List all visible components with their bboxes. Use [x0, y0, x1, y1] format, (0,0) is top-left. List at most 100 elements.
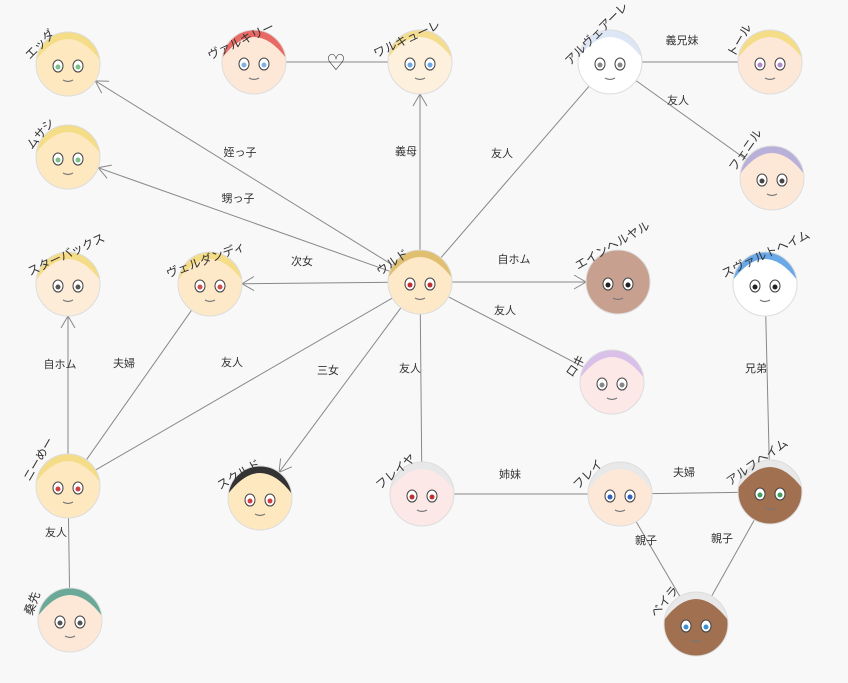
- pupil-right: [217, 284, 223, 290]
- node-etta[interactable]: エッダ: [22, 26, 101, 97]
- node-verdandi[interactable]: ヴェルダンディ: [164, 238, 247, 317]
- pupil-right: [75, 157, 81, 163]
- edge-niime-starbucks: 自ホム: [44, 315, 77, 454]
- pupil-left: [197, 284, 203, 290]
- mouth: [62, 299, 74, 303]
- mouth: [612, 297, 624, 301]
- edge-svartalfheim-alfheim: 兄弟: [745, 315, 770, 461]
- edge-urd-einherjar: 自ホム: [452, 253, 587, 290]
- heart-icon: ♡: [326, 51, 346, 76]
- pupil-right: [427, 62, 433, 68]
- avatar-ring: [387, 29, 453, 95]
- edge-line: [419, 313, 423, 463]
- node-alvearle[interactable]: アルヴェアーレ: [562, 0, 643, 95]
- avatar-hair: [388, 250, 452, 278]
- avatar: [738, 30, 802, 94]
- mouth: [64, 635, 76, 639]
- pupil-left: [57, 620, 63, 626]
- node-torr[interactable]: トール: [724, 21, 803, 95]
- edge-label: 友人: [221, 355, 243, 369]
- edge-frey-beira: 親子: [635, 521, 681, 597]
- avatar: [733, 252, 797, 316]
- avatar: [388, 250, 452, 314]
- edge-urd-etta: 姪っ子: [94, 80, 394, 266]
- node-skuld[interactable]: スクルド: [215, 457, 293, 531]
- avatar-hair: [588, 462, 652, 490]
- mouth: [254, 513, 266, 517]
- avatar-face: [586, 250, 650, 314]
- pupil-right: [617, 62, 623, 68]
- mouth: [204, 299, 216, 303]
- edge-niime-kesshin: 友人: [45, 517, 71, 589]
- avatar-hair: [580, 350, 644, 378]
- edge-label: 姪っ子: [224, 145, 257, 159]
- pupil-right: [427, 282, 433, 288]
- mouth: [62, 501, 74, 505]
- avatar-face: [178, 252, 242, 316]
- node-kesshin[interactable]: 桑先: [22, 587, 103, 653]
- node-alfheim[interactable]: アルフヘイム: [724, 436, 803, 525]
- avatar-ring: [35, 453, 101, 519]
- avatar-face: [222, 30, 286, 94]
- avatar-ring: [587, 461, 653, 527]
- pupil-right: [75, 284, 81, 290]
- avatar-ring: [221, 29, 287, 95]
- edge-label: 自ホム: [498, 253, 531, 266]
- avatar-face: [388, 30, 452, 94]
- node-masashi[interactable]: ムサシ: [24, 115, 101, 190]
- edge-label: 夫婦: [113, 356, 135, 370]
- avatar: [664, 592, 728, 656]
- pupil-left: [407, 62, 413, 68]
- avatar-hair: [586, 250, 650, 278]
- avatar-hair: [178, 252, 242, 280]
- nodes-layer: エッダ ヴァルキリー ワルキューレ アルヴェアーレ トールムサシ フェニルスターバックスヴ…: [20, 0, 812, 657]
- node-starbucks[interactable]: スターバックス: [25, 231, 107, 317]
- node-frey[interactable]: フレイ: [570, 457, 653, 527]
- avatar-ring: [737, 29, 803, 95]
- avatar-face: [36, 454, 100, 518]
- mouth: [416, 509, 428, 513]
- avatar-face: [38, 588, 102, 652]
- edge-line: [241, 281, 389, 285]
- avatar-face: [738, 30, 802, 94]
- edge-line: [711, 519, 755, 597]
- avatar-face: [36, 32, 100, 96]
- mouth: [414, 297, 426, 301]
- avatar: [578, 30, 642, 94]
- edge-label: 親子: [711, 532, 733, 545]
- pupil-left: [55, 486, 61, 492]
- pupil-right: [75, 486, 81, 492]
- pupil-right: [75, 64, 81, 70]
- node-valkyrie[interactable]: ヴァルキリー: [205, 19, 287, 95]
- node-fenir[interactable]: フェニル: [726, 126, 805, 211]
- avatar-hair: [36, 125, 100, 153]
- edge-line: [85, 309, 193, 461]
- edge-line: [278, 307, 402, 473]
- avatar-hair: [228, 466, 292, 494]
- edge-niime-verdandi: 夫婦: [85, 309, 193, 461]
- pupil-left: [55, 157, 61, 163]
- node-einherjar[interactable]: エインヘルヤル: [573, 218, 653, 315]
- avatar: [740, 146, 804, 210]
- node-valkyure[interactable]: ワルキューレ: [371, 18, 453, 95]
- mouth: [62, 172, 74, 176]
- avatar-ring: [579, 349, 645, 415]
- node-svartalfheim[interactable]: スヴァルトヘイム: [719, 227, 812, 317]
- avatar: [388, 30, 452, 94]
- pupil-left: [55, 284, 61, 290]
- edge-urd-verdandi: 次女: [241, 254, 389, 292]
- avatar-face: [36, 252, 100, 316]
- node-niime[interactable]: ニーめー: [20, 435, 101, 519]
- edge-line: [651, 491, 739, 495]
- pupil-right: [777, 62, 783, 68]
- edge-label: 姉妹: [499, 467, 521, 481]
- edge-line: [635, 521, 681, 597]
- edge-line: [95, 297, 393, 471]
- edge-label: 三女: [317, 363, 339, 377]
- node-freya[interactable]: フレイヤ: [373, 451, 455, 527]
- node-loki[interactable]: ロキ: [563, 349, 645, 415]
- node-urd[interactable]: ウルド: [374, 246, 453, 315]
- mouth: [764, 77, 776, 81]
- node-beira[interactable]: ベイラ: [648, 583, 729, 657]
- avatar-ring: [732, 251, 798, 317]
